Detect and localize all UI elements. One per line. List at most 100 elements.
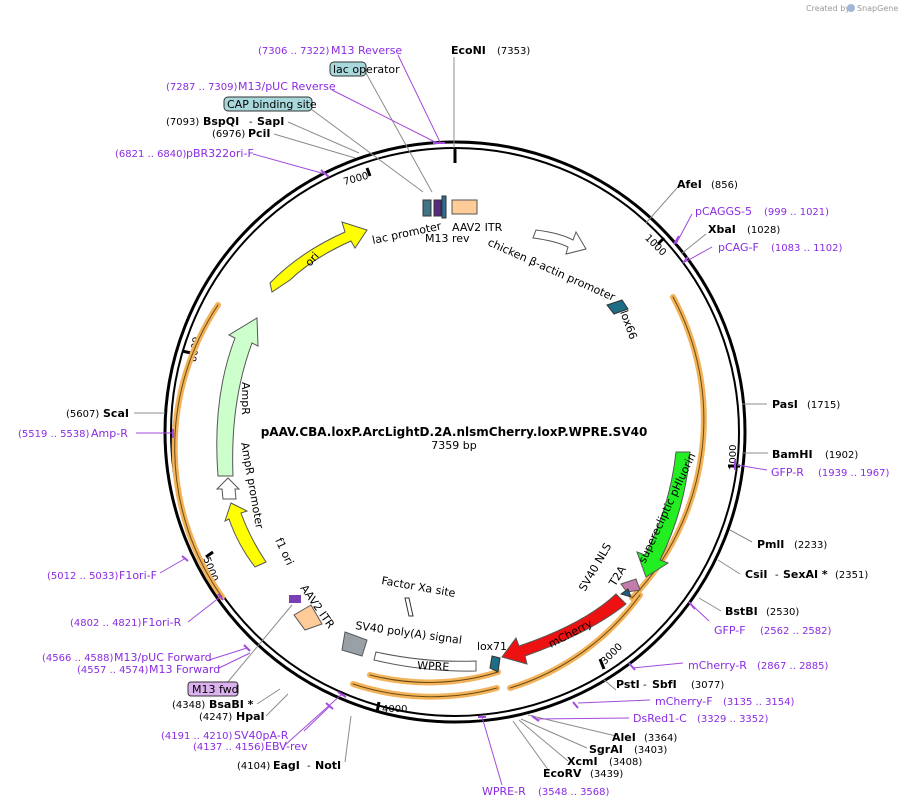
pcaggs5-name[interactable]: pCAGGS-5 bbox=[695, 205, 752, 218]
lac-operator-box[interactable]: lac operator bbox=[329, 61, 400, 77]
wpre-r-name[interactable]: WPRE-R bbox=[482, 785, 526, 798]
mcherry-r-name[interactable]: mCherry-R bbox=[688, 659, 747, 672]
ampr-promoter-arrow[interactable] bbox=[215, 477, 241, 500]
amp-r-name[interactable]: Amp-R bbox=[91, 427, 128, 440]
lac-operator-leader bbox=[365, 72, 433, 193]
mcherry-f-marker bbox=[572, 701, 579, 709]
hpai-name[interactable]: HpaI bbox=[236, 710, 265, 723]
lox71-label: lox71 bbox=[477, 640, 507, 653]
pcag-f-name[interactable]: pCAG-F bbox=[718, 241, 759, 254]
sv40-polya-feature[interactable] bbox=[341, 631, 368, 657]
cap-leader bbox=[310, 108, 424, 193]
mcherry-arrow[interactable] bbox=[501, 593, 627, 665]
aav2-itr-bottom-feature[interactable] bbox=[293, 604, 323, 631]
lac-operator-block[interactable] bbox=[422, 199, 432, 217]
bamhi-name[interactable]: BamHI bbox=[772, 448, 813, 461]
scai-name[interactable]: ScaI bbox=[103, 407, 129, 420]
xcmi-name[interactable]: XcmI bbox=[567, 755, 598, 768]
sexai-name[interactable]: SexAI * bbox=[783, 568, 828, 581]
noti-name[interactable]: NotI bbox=[315, 759, 341, 772]
dsred1-c-name[interactable]: DsRed1-C bbox=[633, 712, 687, 725]
ecorv-name[interactable]: EcoRV bbox=[543, 767, 582, 780]
m13-fwd-box-label: M13 fwd bbox=[192, 683, 239, 696]
sv40-nls-feature[interactable] bbox=[620, 578, 641, 593]
superecliptic-arrow[interactable] bbox=[636, 451, 691, 578]
svg-text:-: - bbox=[249, 117, 253, 128]
wpre-arrow[interactable] bbox=[373, 651, 477, 672]
pbr322ori-f-marker bbox=[320, 169, 330, 178]
m13-reverse-name[interactable]: M13 Reverse bbox=[331, 44, 402, 57]
gfp-f-leader bbox=[692, 605, 710, 622]
ori-arrow[interactable] bbox=[269, 221, 368, 293]
xcmi-leader bbox=[518, 719, 569, 762]
gfp-f-name[interactable]: GFP-F bbox=[714, 624, 746, 637]
gfp-r-name[interactable]: GFP-R bbox=[771, 466, 804, 479]
ebv-rev-name[interactable]: EBV-rev bbox=[265, 740, 308, 753]
cap-binding-site-box[interactable]: CAP binding site bbox=[223, 96, 317, 112]
cap-site-block[interactable] bbox=[441, 195, 447, 219]
pmli-name[interactable]: PmlI bbox=[757, 538, 784, 551]
m13puc-reverse-leader bbox=[331, 89, 438, 144]
pcag-f-leader bbox=[684, 246, 713, 263]
afei-name[interactable]: AfeI bbox=[677, 178, 702, 191]
primer-leaders bbox=[136, 54, 768, 786]
pcag-f-marker bbox=[682, 256, 689, 264]
primer-markers bbox=[172, 142, 736, 722]
csii-leader bbox=[717, 559, 741, 575]
t2a-feature[interactable] bbox=[619, 588, 632, 598]
tick-label-7000: 7000 bbox=[342, 171, 369, 188]
bspqi-name[interactable]: BspQI bbox=[203, 115, 239, 128]
xbai-name[interactable]: XbaI bbox=[708, 223, 736, 236]
bsabi-name[interactable]: BsaBI * bbox=[209, 698, 254, 711]
m13-fwd-box[interactable]: M13 fwd bbox=[187, 681, 239, 697]
snapgene-credit: Created by SnapGene bbox=[806, 4, 898, 13]
primer-labels: (7306 .. 7322) M13 Reverse (7287 .. 7309… bbox=[18, 44, 890, 798]
sv40pa-r-name[interactable]: SV40pA-R bbox=[234, 729, 289, 742]
chicken-actin-promoter-arrow[interactable] bbox=[532, 229, 587, 255]
pci-name[interactable]: PciI bbox=[248, 127, 270, 140]
pcaggs5-leader bbox=[675, 213, 693, 245]
csii-name[interactable]: CsiI bbox=[745, 568, 767, 581]
ebv-rev-leader bbox=[283, 693, 343, 747]
f1ori-f-leader bbox=[159, 557, 187, 574]
lox71-feature[interactable] bbox=[489, 655, 501, 673]
psti-pos: (3077) bbox=[691, 680, 724, 691]
bspqi-leader bbox=[287, 121, 360, 154]
pcaggs5-range: (999 .. 1021) bbox=[764, 207, 829, 218]
m13-forward-name[interactable]: M13 Forward bbox=[149, 663, 220, 676]
sv40pa-r-range: (4191 .. 4210) bbox=[161, 731, 233, 742]
m13puc-reverse-name[interactable]: M13/pUC Reverse bbox=[238, 80, 336, 93]
aav2-itr-top-feature[interactable] bbox=[451, 199, 478, 215]
m13puc-forward-name[interactable]: M13/pUC Forward bbox=[114, 651, 212, 664]
sapi-name[interactable]: SapI bbox=[257, 115, 284, 128]
ebv-rev-marker bbox=[337, 691, 347, 698]
pmli-pos: (2233) bbox=[794, 540, 827, 551]
svg-text:-: - bbox=[775, 570, 779, 581]
m13fwd-block[interactable] bbox=[289, 595, 301, 603]
sbfi-name[interactable]: SbfI bbox=[652, 678, 677, 691]
mcherry-f-name[interactable]: mCherry-F bbox=[655, 695, 713, 708]
pcaggs5-marker bbox=[673, 235, 680, 245]
ampr-arrow[interactable] bbox=[216, 317, 259, 477]
afei-pos: (856) bbox=[711, 180, 738, 191]
lox66-feature[interactable] bbox=[606, 299, 629, 315]
bstbi-name[interactable]: BstBI bbox=[725, 605, 758, 618]
sgrai-name[interactable]: SgrAI bbox=[589, 743, 623, 756]
m13-rev-block[interactable] bbox=[433, 199, 442, 217]
eagi-name[interactable]: EagI bbox=[273, 759, 300, 772]
econi-name[interactable]: EcoNI bbox=[451, 44, 486, 57]
mcherry-r-leader bbox=[631, 662, 684, 669]
f1ori-f-name[interactable]: F1ori-F bbox=[119, 569, 157, 582]
pbr322ori-f-name[interactable]: pBR322ori-F bbox=[186, 147, 254, 160]
sv40pa-r-marker bbox=[325, 702, 334, 710]
psti-name[interactable]: PstI bbox=[616, 678, 640, 691]
alei-name[interactable]: AleI bbox=[612, 731, 636, 744]
pasi-name[interactable]: PasI bbox=[772, 398, 798, 411]
f1-ori-arrow[interactable] bbox=[224, 502, 267, 568]
scai-pos: (5607) bbox=[66, 409, 99, 420]
pci-leader bbox=[273, 133, 356, 159]
f1ori-r-name[interactable]: F1ori-R bbox=[142, 616, 182, 629]
m13puc-forward-range: (4566 .. 4588) bbox=[42, 653, 114, 664]
ecorv-pos: (3439) bbox=[590, 769, 623, 780]
factor-xa-feature[interactable] bbox=[404, 597, 414, 617]
